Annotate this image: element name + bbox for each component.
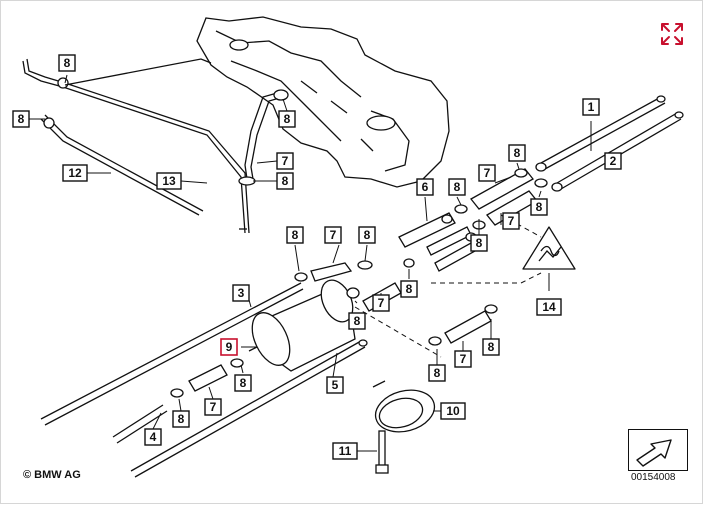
callout-7-lower[interactable]: 7 (204, 398, 222, 416)
callout-13[interactable]: 13 (156, 172, 182, 190)
vent-lines-left (22, 58, 250, 234)
svg-text:8: 8 (488, 340, 495, 354)
svg-text:7: 7 (508, 214, 515, 228)
callout-14[interactable]: 14 (536, 298, 562, 316)
callout-8-lower[interactable]: 8 (172, 410, 190, 428)
svg-text:8: 8 (514, 146, 521, 160)
svg-text:8: 8 (292, 228, 299, 242)
callout-8-right-c[interactable]: 8 (470, 234, 488, 252)
svg-text:8: 8 (406, 282, 413, 296)
svg-text:11: 11 (339, 444, 352, 458)
svg-text:1: 1 (588, 100, 595, 114)
svg-text:5: 5 (332, 378, 339, 392)
svg-text:8: 8 (364, 228, 371, 242)
callout-8-lower-right-a[interactable]: 8 (428, 364, 446, 382)
callout-7-center-b[interactable]: 7 (372, 294, 390, 312)
strap-and-bolt (372, 380, 436, 474)
svg-text:4: 4 (150, 430, 157, 444)
svg-text:7: 7 (282, 154, 289, 168)
callout-7-right-top[interactable]: 7 (478, 164, 496, 182)
fuel-pump (248, 279, 360, 372)
callout-8-lower-right-b[interactable]: 8 (482, 338, 500, 356)
callout-8-center-a[interactable]: 8 (286, 226, 304, 244)
svg-text:9: 9 (226, 340, 233, 354)
callout-8-tank-lower[interactable]: 8 (276, 172, 294, 190)
expand-arrows-icon[interactable] (659, 21, 685, 47)
callout-8-tank[interactable]: 8 (278, 110, 296, 128)
callout-8-center-b[interactable]: 8 (358, 226, 376, 244)
fuel-tank (196, 16, 450, 188)
svg-text:13: 13 (162, 174, 176, 188)
svg-text:3: 3 (238, 286, 245, 300)
svg-text:12: 12 (68, 166, 82, 180)
svg-text:8: 8 (18, 112, 25, 126)
callout-7-tank[interactable]: 7 (276, 152, 294, 170)
svg-text:8: 8 (64, 56, 71, 70)
callout-10[interactable]: 10 (440, 402, 466, 420)
svg-text:7: 7 (330, 228, 337, 242)
callout-7-center[interactable]: 7 (324, 226, 342, 244)
svg-text:8: 8 (282, 174, 289, 188)
callout-6[interactable]: 6 (416, 178, 434, 196)
fuel-lines-1-2 (535, 95, 684, 192)
callout-8-left[interactable]: 8 (12, 110, 30, 128)
next-arrow-icon[interactable] (628, 429, 688, 471)
callout-8-pump[interactable]: 8 (234, 374, 252, 392)
leader-lines (29, 74, 614, 452)
svg-text:8: 8 (454, 180, 461, 194)
reference-lines (354, 214, 542, 358)
callout-8-center-c[interactable]: 8 (400, 280, 418, 298)
svg-text:14: 14 (542, 300, 556, 314)
callout-8-right-b[interactable]: 8 (530, 198, 548, 216)
svg-text:7: 7 (484, 166, 491, 180)
svg-text:8: 8 (178, 412, 185, 426)
hot-surface-warning-icon (522, 226, 576, 270)
callout-12[interactable]: 12 (62, 164, 88, 182)
callout-8-right-a[interactable]: 8 (448, 178, 466, 196)
callout-3[interactable]: 3 (232, 284, 250, 302)
svg-text:7: 7 (460, 352, 467, 366)
copyright-text: © BMW AG (23, 469, 81, 481)
callout-11[interactable]: 11 (332, 442, 358, 460)
svg-text:8: 8 (354, 314, 361, 328)
svg-text:7: 7 (378, 296, 385, 310)
document-number: 00154008 (631, 472, 676, 483)
svg-text:2: 2 (610, 154, 617, 168)
fuel-lines-3-4-5 (40, 282, 368, 478)
callout-9[interactable]: 9 (220, 338, 238, 356)
callout-5[interactable]: 5 (326, 376, 344, 394)
svg-text:8: 8 (240, 376, 247, 390)
callout-8-top-left[interactable]: 8 (58, 54, 76, 72)
svg-text:8: 8 (284, 112, 291, 126)
svg-text:10: 10 (446, 404, 460, 418)
callout-7-lower-right[interactable]: 7 (454, 350, 472, 368)
callout-7-right-b[interactable]: 7 (502, 212, 520, 230)
distributor-6 (398, 212, 477, 272)
svg-text:8: 8 (434, 366, 441, 380)
svg-text:6: 6 (422, 180, 429, 194)
svg-text:8: 8 (536, 200, 543, 214)
svg-text:7: 7 (210, 400, 217, 414)
callout-4[interactable]: 4 (144, 428, 162, 446)
callout-2[interactable]: 2 (604, 152, 622, 170)
svg-text:8: 8 (476, 236, 483, 250)
callout-8-right-top[interactable]: 8 (508, 144, 526, 162)
lower-right-hose (428, 304, 498, 346)
callout-1[interactable]: 1 (582, 98, 600, 116)
callout-8-center-d[interactable]: 8 (348, 312, 366, 330)
